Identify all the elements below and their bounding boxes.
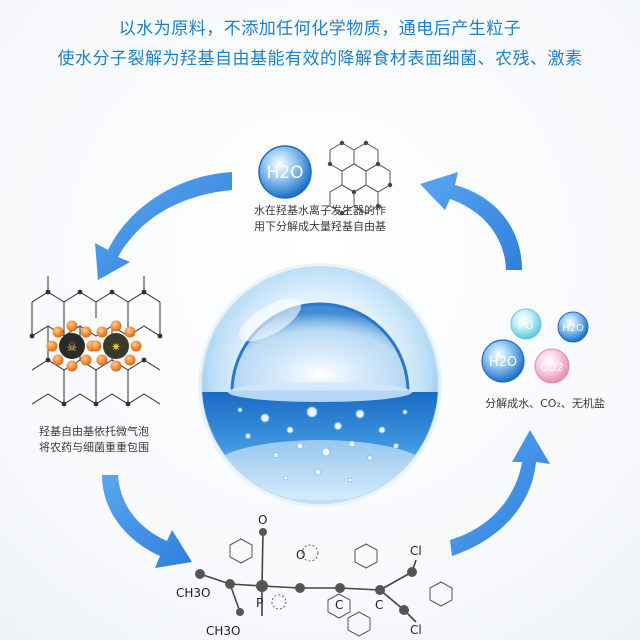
left-caption-line-1: 羟基自由基依托微气泡 [39, 425, 149, 438]
headline-line-1: 以水为原料，不添加任何化学物质，通电后产生粒子 [118, 19, 522, 39]
h2o-label-top: H2O [267, 163, 304, 183]
headline-line-2: 使水分子裂解为羟基自由基能有效的降解食材表面细菌、农残、激素 [57, 49, 583, 69]
label-o-1: O [258, 513, 268, 527]
label-p: P [256, 596, 264, 610]
hexagon-lattice-left [31, 276, 161, 405]
h2o-label-large: H2O [489, 355, 517, 370]
skull-icon: ☠ [67, 340, 78, 354]
label-ch3o-1: CH3O [176, 586, 211, 600]
top-panel: H2O [258, 140, 393, 216]
label-cl-2: Cl [410, 623, 422, 637]
arrow-top-left [95, 172, 232, 280]
co2-label: CO2 [540, 361, 563, 374]
arrow-top-right [420, 172, 522, 270]
top-caption-line-2: 用下分解成大量羟基自由基 [254, 220, 386, 233]
h2o-label-small: H2O [562, 323, 584, 334]
h2o-bubble-top [258, 145, 312, 199]
arrow-bottom-left [102, 475, 192, 568]
top-caption: 水在羟基水离子发生器的作 用下分解成大量羟基自由基 [240, 203, 400, 235]
h2o-bubble-small [557, 311, 589, 343]
right-caption: 分解成水、CO₂、无机盐 [485, 397, 605, 410]
bottom-panel [195, 528, 453, 637]
cycle-arrows [95, 172, 550, 568]
label-o-2: O [296, 548, 306, 562]
left-caption: 羟基自由基依托微气泡 将农药与细菌重重包围 [14, 424, 174, 456]
micro-bubbles [237, 406, 408, 483]
label-ch3o-2: CH3O [206, 624, 241, 638]
po-bubble [510, 308, 542, 340]
water-sphere [198, 263, 442, 507]
label-c-1: C [335, 598, 344, 612]
left-panel: ☠ ✷ [29, 276, 163, 407]
left-caption-line-2: 将农药与细菌重重包围 [39, 441, 149, 454]
toxin-cluster-2: ✷ [90, 320, 142, 372]
po-label: PO [518, 319, 534, 332]
h2o-bubble-large [481, 339, 525, 383]
top-caption-line-1: 水在羟基水离子发生器的作 [254, 204, 386, 217]
co2-bubble [534, 348, 570, 384]
ring-structures [229, 538, 453, 637]
right-panel: PO H2O H2O CO2 [481, 308, 589, 384]
label-c-2: C [375, 598, 384, 612]
bacteria-icon: ✷ [111, 340, 121, 354]
arrow-bottom-right [450, 430, 550, 556]
label-cl-1: Cl [410, 544, 422, 558]
toxin-cluster-1: ☠ [46, 320, 98, 372]
